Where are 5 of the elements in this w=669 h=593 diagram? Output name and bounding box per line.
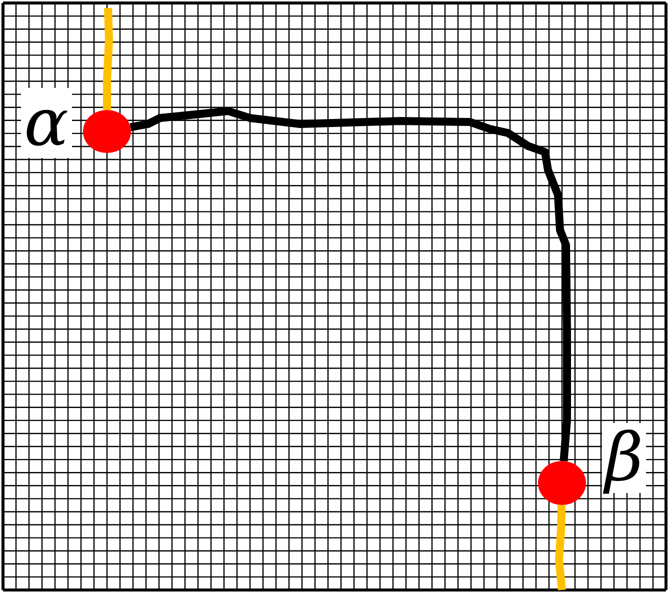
point-label: α	[21, 88, 72, 158]
point-label: β	[602, 423, 646, 493]
wire	[103, 8, 113, 110]
path-line	[130, 107, 571, 462]
wire	[555, 504, 566, 590]
